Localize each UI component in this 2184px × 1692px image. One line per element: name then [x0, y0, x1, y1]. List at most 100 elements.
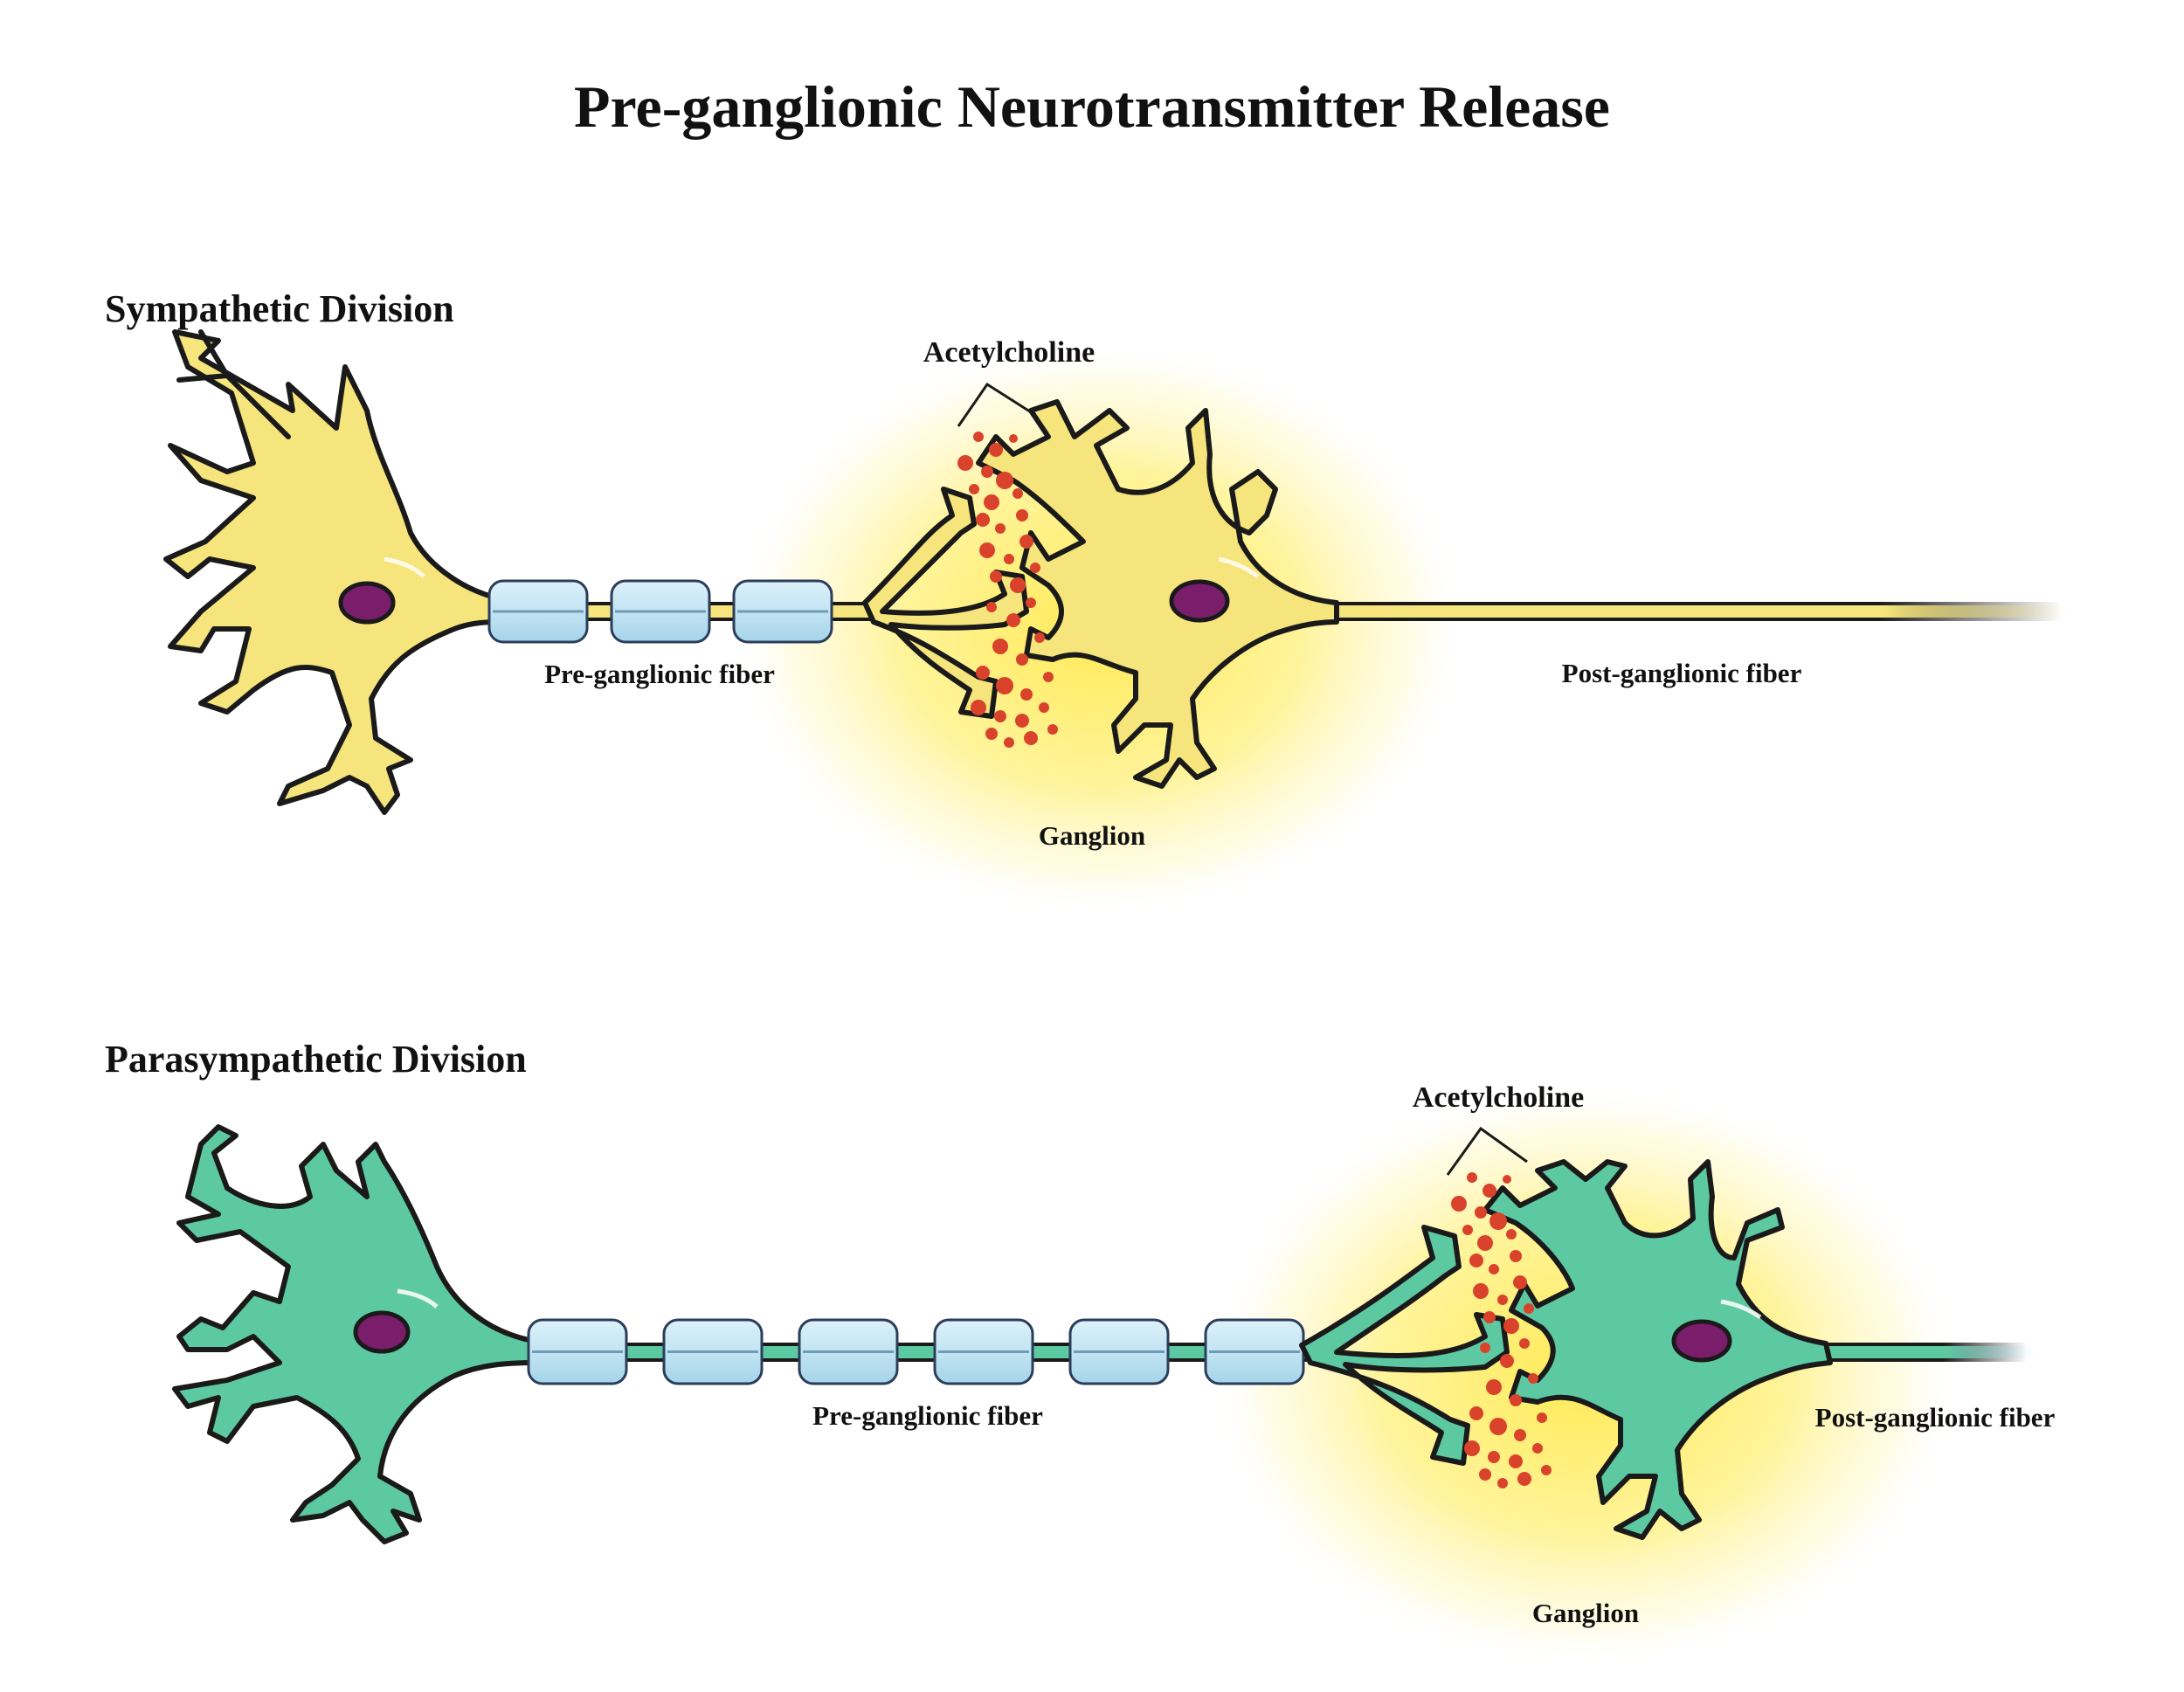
vesicle-dot — [1034, 632, 1045, 643]
vesicle-dot — [1503, 1318, 1519, 1334]
parasympathetic-myelin-sheath — [527, 1318, 1305, 1385]
parasympathetic-post-nucleus — [1671, 1319, 1732, 1363]
parasympathetic-post-fiber-label: Post-ganglionic fiber — [1815, 1402, 2056, 1433]
parasympathetic-post-axon — [1817, 1343, 2035, 1362]
parasympathetic-pre-nucleus — [353, 1310, 411, 1354]
vesicle-dot — [1015, 714, 1029, 728]
vesicle-dot — [1469, 1253, 1483, 1267]
vesicle-dot — [973, 432, 984, 442]
vesicle-dot — [1475, 1206, 1487, 1219]
vesicle-dot — [1489, 1418, 1507, 1435]
sympathetic-ganglion-label: Ganglion — [1039, 820, 1145, 851]
vesicle-dot — [976, 513, 990, 527]
parasympathetic-heading: Parasympathetic Division — [105, 1038, 527, 1081]
vesicle-dot — [989, 443, 1003, 457]
vesicle-dot — [1497, 1478, 1508, 1488]
sympathetic-myelin-sheath — [487, 579, 833, 644]
vesicle-dot — [1026, 597, 1036, 608]
vesicle-dot — [1451, 1196, 1467, 1212]
vesicle-dot — [1013, 488, 1023, 499]
vesicle-dot — [1016, 509, 1028, 521]
vesicle-dot — [1020, 688, 1033, 701]
sympathetic-pre-nucleus — [338, 581, 396, 625]
sympathetic-acetylcholine-label: Acetylcholine — [923, 336, 1095, 369]
vesicle-dot — [996, 472, 1013, 489]
vesicle-dot — [1024, 731, 1038, 745]
vesicle-dot — [1016, 653, 1028, 666]
vesicle-dot — [1464, 1440, 1480, 1456]
vesicle-dot — [986, 602, 997, 612]
vesicle-dot — [1537, 1412, 1547, 1423]
vesicle-dot — [1030, 563, 1040, 573]
vesicle-dot — [976, 666, 990, 680]
vesicle-dot — [1513, 1275, 1527, 1289]
vesicle-dot — [979, 542, 995, 558]
vesicle-dot — [1047, 724, 1058, 735]
vesicle-dot — [1503, 1175, 1511, 1184]
vesicle-dot — [1009, 434, 1018, 443]
sympathetic-pre-neuron — [163, 329, 505, 815]
vesicle-dot — [1019, 535, 1033, 549]
parasympathetic-acetylcholine-vesicles — [1451, 1172, 1552, 1488]
sympathetic-pre-fiber-label: Pre-ganglionic fiber — [544, 659, 775, 689]
vesicle-dot — [1532, 1443, 1543, 1454]
vesicle-dot — [994, 710, 1006, 722]
vesicle-dot — [1514, 1429, 1526, 1441]
vesicle-dot — [1477, 1235, 1493, 1251]
vesicle-dot — [1510, 1394, 1522, 1406]
vesicle-dot — [996, 677, 1013, 694]
vesicle-dot — [981, 466, 993, 478]
vesicle-dot — [1473, 1283, 1489, 1299]
parasympathetic-acetylcholine-label: Acetylcholine — [1413, 1081, 1584, 1114]
sympathetic-heading: Sympathetic Division — [105, 287, 454, 330]
vesicle-dot — [984, 494, 999, 510]
vesicle-dot — [1489, 1212, 1507, 1230]
vesicle-dot — [1479, 1468, 1491, 1481]
vesicle-dot — [1480, 1343, 1490, 1353]
vesicle-dot — [1010, 577, 1026, 593]
vesicle-dot — [1528, 1373, 1538, 1384]
vesicle-dot — [1506, 1229, 1517, 1240]
vesicle-dot — [1462, 1225, 1473, 1235]
vesicle-dot — [969, 484, 979, 494]
vesicle-dot — [1541, 1465, 1552, 1475]
vesicle-dot — [1043, 672, 1054, 682]
vesicle-dot — [957, 455, 973, 471]
vesicle-dot — [1469, 1406, 1483, 1420]
parasympathetic-division: Parasympathetic Division — [105, 1038, 2056, 1668]
vesicle-dot — [1039, 702, 1049, 713]
vesicle-dot — [1497, 1295, 1508, 1305]
sympathetic-post-fiber-label: Post-ganglionic fiber — [1562, 658, 1802, 688]
sympathetic-division: Sympathetic Division — [105, 287, 2070, 917]
vesicle-dot — [1486, 1379, 1502, 1395]
sympathetic-post-neuron — [976, 399, 1339, 789]
vesicle-dot — [1006, 613, 1020, 627]
vesicle-dot — [1482, 1184, 1496, 1198]
vesicle-dot — [1004, 554, 1014, 564]
sympathetic-acetylcholine-vesicles — [957, 432, 1058, 748]
sympathetic-post-axon — [1328, 602, 2070, 621]
vesicle-dot — [1519, 1338, 1530, 1349]
vesicle-dot — [995, 523, 1006, 534]
vesicle-dot — [1517, 1472, 1531, 1486]
vesicle-dot — [1004, 737, 1014, 748]
vesicle-dot — [1488, 1451, 1500, 1463]
parasympathetic-post-neuron — [1482, 1159, 1833, 1540]
vesicle-dot — [1489, 1264, 1499, 1274]
vesicle-dot — [985, 728, 998, 740]
sympathetic-acetylcholine-callout — [957, 382, 1036, 427]
parasympathetic-acetylcholine-callout — [1446, 1126, 1528, 1176]
vesicle-dot — [1483, 1311, 1496, 1323]
vesicle-dot — [1524, 1303, 1534, 1314]
vesicle-dot — [1500, 1354, 1514, 1368]
page-title: Pre-ganglionic Neurotransmitter Release — [574, 73, 1610, 140]
parasympathetic-ganglion-label: Ganglion — [1532, 1598, 1639, 1628]
vesicle-dot — [971, 700, 986, 715]
vesicle-dot — [992, 639, 1008, 654]
vesicle-dot — [990, 570, 1002, 583]
vesicle-dot — [1467, 1172, 1477, 1183]
vesicle-dot — [1510, 1250, 1522, 1262]
vesicle-dot — [1509, 1454, 1523, 1468]
